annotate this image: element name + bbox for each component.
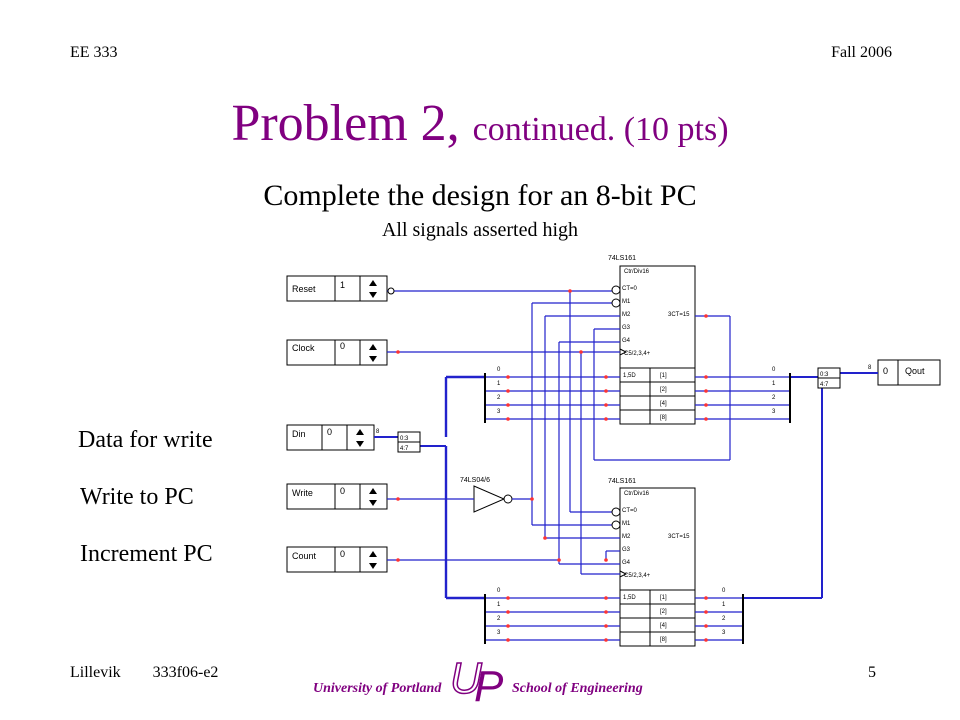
bit-label-l-in-2: 2 — [497, 616, 501, 622]
counter-upper-weight-1: [1] — [660, 373, 667, 379]
counter-lower-pin-clk: C5/2,3,4+ — [624, 573, 651, 579]
bus-width-out: 8 — [868, 365, 872, 371]
counter-lower-pin-m2: M2 — [622, 534, 631, 540]
bit-label-u-out-3: 3 — [772, 409, 776, 415]
counter-lower-weight-4: [4] — [660, 623, 667, 629]
label-increment-pc: Increment PC — [80, 541, 213, 567]
counter-upper-part: 74LS161 — [608, 255, 636, 262]
footer-university: University of Portland — [313, 681, 442, 696]
bit-label-l-in-1: 1 — [497, 602, 501, 608]
counter-lower-pin-ct0: CT=0 — [622, 508, 638, 514]
counter-upper-pin-tc: 3CT=15 — [668, 312, 690, 318]
bus-width-din: 8 — [376, 429, 380, 435]
input-clock-name: Clock — [292, 343, 315, 353]
counter-upper-data-label: 1,5D — [623, 373, 636, 379]
splitter-out: 0:3 4:7 8 — [817, 365, 872, 389]
footer-left: Lillevik 333f06-e2 — [70, 664, 246, 682]
splitter-out-high: 4:7 — [820, 382, 829, 388]
counter-lower-type: Ctr/Div16 — [624, 491, 650, 497]
counter-upper-pin-ct0: CT=0 — [622, 286, 638, 292]
pin-bubbles — [387, 285, 621, 530]
bit-label-l-out-0: 0 — [722, 588, 726, 594]
inverter-gate: 74LS04/6 — [460, 477, 513, 513]
bit-labels: 0 1 2 3 0 1 2 3 0 1 2 3 0 1 2 3 — [497, 367, 776, 636]
input-count-value: 0 — [340, 549, 345, 559]
bit-label-u-out-0: 0 — [772, 367, 776, 373]
footer-author: Lillevik — [70, 664, 121, 681]
input-din-value: 0 — [327, 427, 332, 437]
counter-lower-weight-2: [2] — [660, 609, 667, 615]
counter-lower-weight-1: [1] — [660, 595, 667, 601]
input-din-name: Din — [292, 429, 306, 439]
inverter-part-label: 74LS04/6 — [460, 477, 490, 484]
input-din[interactable]: Din 0 — [286, 424, 375, 451]
bit-label-l-in-3: 3 — [497, 630, 501, 636]
footer-file: 333f06-e2 — [152, 664, 219, 681]
counter-upper-pin-g3: G3 — [622, 325, 631, 331]
bit-label-u-in-1: 1 — [497, 381, 501, 387]
counter-upper-weight-2: [2] — [660, 387, 667, 393]
counter-lower-pin-m1: M1 — [622, 521, 631, 527]
counter-lower-pin-g3: G3 — [622, 547, 631, 553]
label-write-to-pc: Write to PC — [80, 484, 194, 510]
slide-title: Problem 2, continued. (10 pts) — [0, 94, 960, 160]
input-count-name: Count — [292, 551, 317, 561]
input-reset-value: 1 — [340, 280, 345, 290]
pc-circuit-diagram: Reset 1 Clock 0 Din 0 Write 0 Count 0 — [286, 255, 941, 647]
bit-label-u-out-2: 2 — [772, 395, 776, 401]
up-logo-icon: U P — [449, 655, 504, 705]
junction-dots — [396, 289, 708, 642]
counter-lower-part: 74LS161 — [608, 478, 636, 485]
bit-label-u-in-2: 2 — [497, 395, 501, 401]
splitter-din: 0:3 4:7 8 — [376, 429, 421, 453]
input-clock-value: 0 — [340, 341, 345, 351]
splitter-din-high: 4:7 — [400, 446, 409, 452]
bit-label-u-out-1: 1 — [772, 381, 776, 387]
label-data-for-write: Data for write — [78, 427, 213, 453]
counter-upper-type: Ctr/Div16 — [624, 269, 650, 275]
title-sub: continued. (10 pts) — [472, 111, 729, 148]
bit-label-l-out-3: 3 — [722, 630, 726, 636]
input-write-value: 0 — [340, 486, 345, 496]
input-write[interactable]: Write 0 — [286, 483, 388, 510]
counter-upper-pin-m2: M2 — [622, 312, 631, 318]
bit-label-l-out-2: 2 — [722, 616, 726, 622]
input-write-name: Write — [292, 488, 313, 498]
output-qout-name: Qout — [905, 366, 925, 376]
slide-subtitle: Complete the design for an 8-bit PC — [263, 179, 697, 212]
slide-note: All signals asserted high — [381, 219, 579, 241]
counter-upper-pin-g4: G4 — [622, 338, 631, 344]
bit-label-u-in-0: 0 — [497, 367, 501, 373]
term: Fall 2006 — [831, 44, 892, 61]
splitter-din-low: 0:3 — [400, 436, 409, 442]
logo-letter-p: P — [474, 662, 504, 705]
counter-upper-pin-m1: M1 — [622, 299, 631, 305]
counter-upper: 74LS161 Ctr/Div16 CT=0 M1 M2 G3 G4 C5/2,… — [608, 255, 696, 425]
bit-label-l-out-1: 1 — [722, 602, 726, 608]
footer-school: School of Engineering — [512, 681, 643, 696]
output-qout-value: 0 — [883, 366, 888, 376]
input-reset-name: Reset — [292, 284, 316, 294]
page-number: 5 — [868, 664, 876, 681]
bit-label-l-in-0: 0 — [497, 588, 501, 594]
bit-label-u-in-3: 3 — [497, 409, 501, 415]
counter-upper-weight-8: [8] — [660, 415, 667, 421]
counter-lower: 74LS161 Ctr/Div16 CT=0 M1 M2 G3 G4 C5/2,… — [608, 478, 696, 647]
input-clock[interactable]: Clock 0 — [286, 339, 388, 366]
counter-lower-pin-g4: G4 — [622, 560, 631, 566]
counter-lower-weight-8: [8] — [660, 637, 667, 643]
title-main: Problem 2, — [231, 95, 460, 152]
counter-upper-pin-clk: C5/2,3,4+ — [624, 351, 651, 357]
course-code: EE 333 — [70, 44, 118, 61]
counter-lower-data-label: 1,5D — [623, 595, 636, 601]
counter-upper-weight-4: [4] — [660, 401, 667, 407]
input-reset[interactable]: Reset 1 — [286, 275, 388, 302]
splitter-out-low: 0:3 — [820, 372, 829, 378]
counter-lower-pin-tc: 3CT=15 — [668, 534, 690, 540]
bus-bars — [484, 373, 791, 644]
logo-letter-u: U — [450, 655, 482, 703]
output-qout: 0 Qout — [877, 359, 941, 386]
input-count[interactable]: Count 0 — [286, 546, 388, 573]
